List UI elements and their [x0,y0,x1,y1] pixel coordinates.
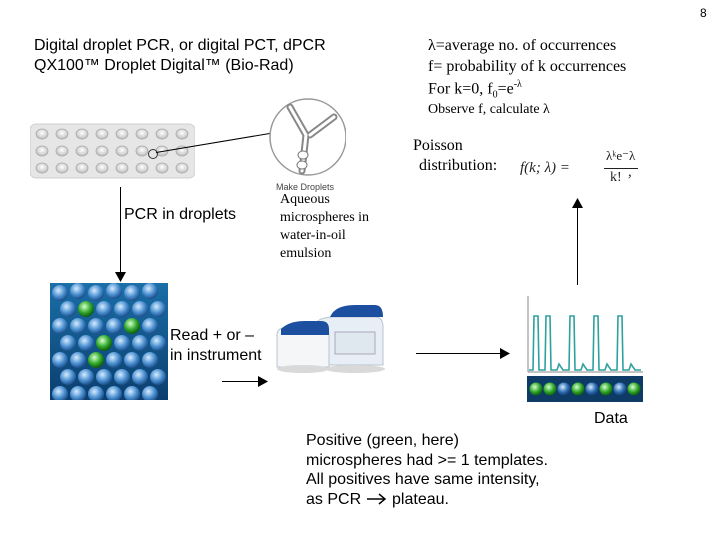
formula-fraction-bar [604,168,638,169]
right-arrow-icon [366,493,386,505]
read-instrument-label: Read + or – in instrument [170,326,262,366]
aqueous-text: Aqueous microspheres in water-in-oil emu… [280,191,369,263]
droplet-cartridge-image [30,123,195,179]
read-line-1: Read + or – [170,327,255,344]
title-line-1: Digital droplet PCR, or digital PCT, dPC… [34,37,326,54]
aqueous-line-2: microspheres in [280,210,370,225]
positive-explanation: Positive (green, here) microspheres had … [306,431,548,509]
formula-lhs: f(k; λ) = [520,160,570,176]
k0-suffix: =e [497,80,514,98]
read-arrow-shaft [222,381,260,382]
formula-denominator: k! [610,170,622,185]
poisson-arrow-shaft [577,207,578,285]
positive-line-1: Positive (green, here) [306,432,459,449]
k0-superscript: -λ [513,79,522,90]
data-label: Data [594,410,628,427]
aqueous-line-4: emulsion [280,246,332,261]
aqueous-line-1: Aqueous [280,192,330,207]
positive-line-4-suffix: plateau. [392,490,449,508]
k0-subscript: 0 [492,89,498,101]
k0-definition: For k=0, f0=e-λ [428,79,522,101]
pcr-in-droplets-label: PCR in droplets [124,206,237,224]
make-droplets-image [269,98,346,176]
pcr-arrow-head [115,272,126,282]
aqueous-line-3: water-in-oil [280,228,346,243]
read-line-2: in instrument [170,347,262,364]
data-arrow-head [500,348,510,359]
formula-trailing: , [628,164,632,180]
pcr-arrow-shaft [120,187,121,274]
poisson-line-2: distribution: [419,157,498,174]
f-definition: f= probability of k occurrences [428,58,627,75]
lambda-definition: λ=average no. of occurrences [428,37,617,54]
positive-line-2: microspheres had >= 1 templates. [306,451,548,469]
droplet-emulsion-image [50,283,168,400]
cartridge-marker-circle [148,149,158,159]
read-arrow-head [258,376,268,387]
data-image [527,292,643,406]
instrument-image [275,287,390,382]
title-line-2: QX100™ Droplet Digital™ (Bio-Rad) [34,57,294,74]
poisson-arrow-head [572,198,583,208]
observe-text: Observe f, calculate λ [428,102,550,117]
data-arrow-shaft [416,353,501,354]
k0-prefix: For k=0, f [428,80,493,98]
poisson-line-1: Poisson [413,137,463,154]
positive-line-4: as PCR plateau. [306,490,548,510]
formula-numerator: λᵏe⁻λ [606,148,636,163]
positive-line-4-prefix: as PCR [306,490,362,508]
positive-line-3: All positives have same intensity, [306,471,540,488]
page-number: 8 [700,6,707,20]
make-droplets-label: Make Droplets [276,182,335,192]
poisson-formula: f(k; λ) = λᵏe⁻λ k! , [520,148,640,190]
